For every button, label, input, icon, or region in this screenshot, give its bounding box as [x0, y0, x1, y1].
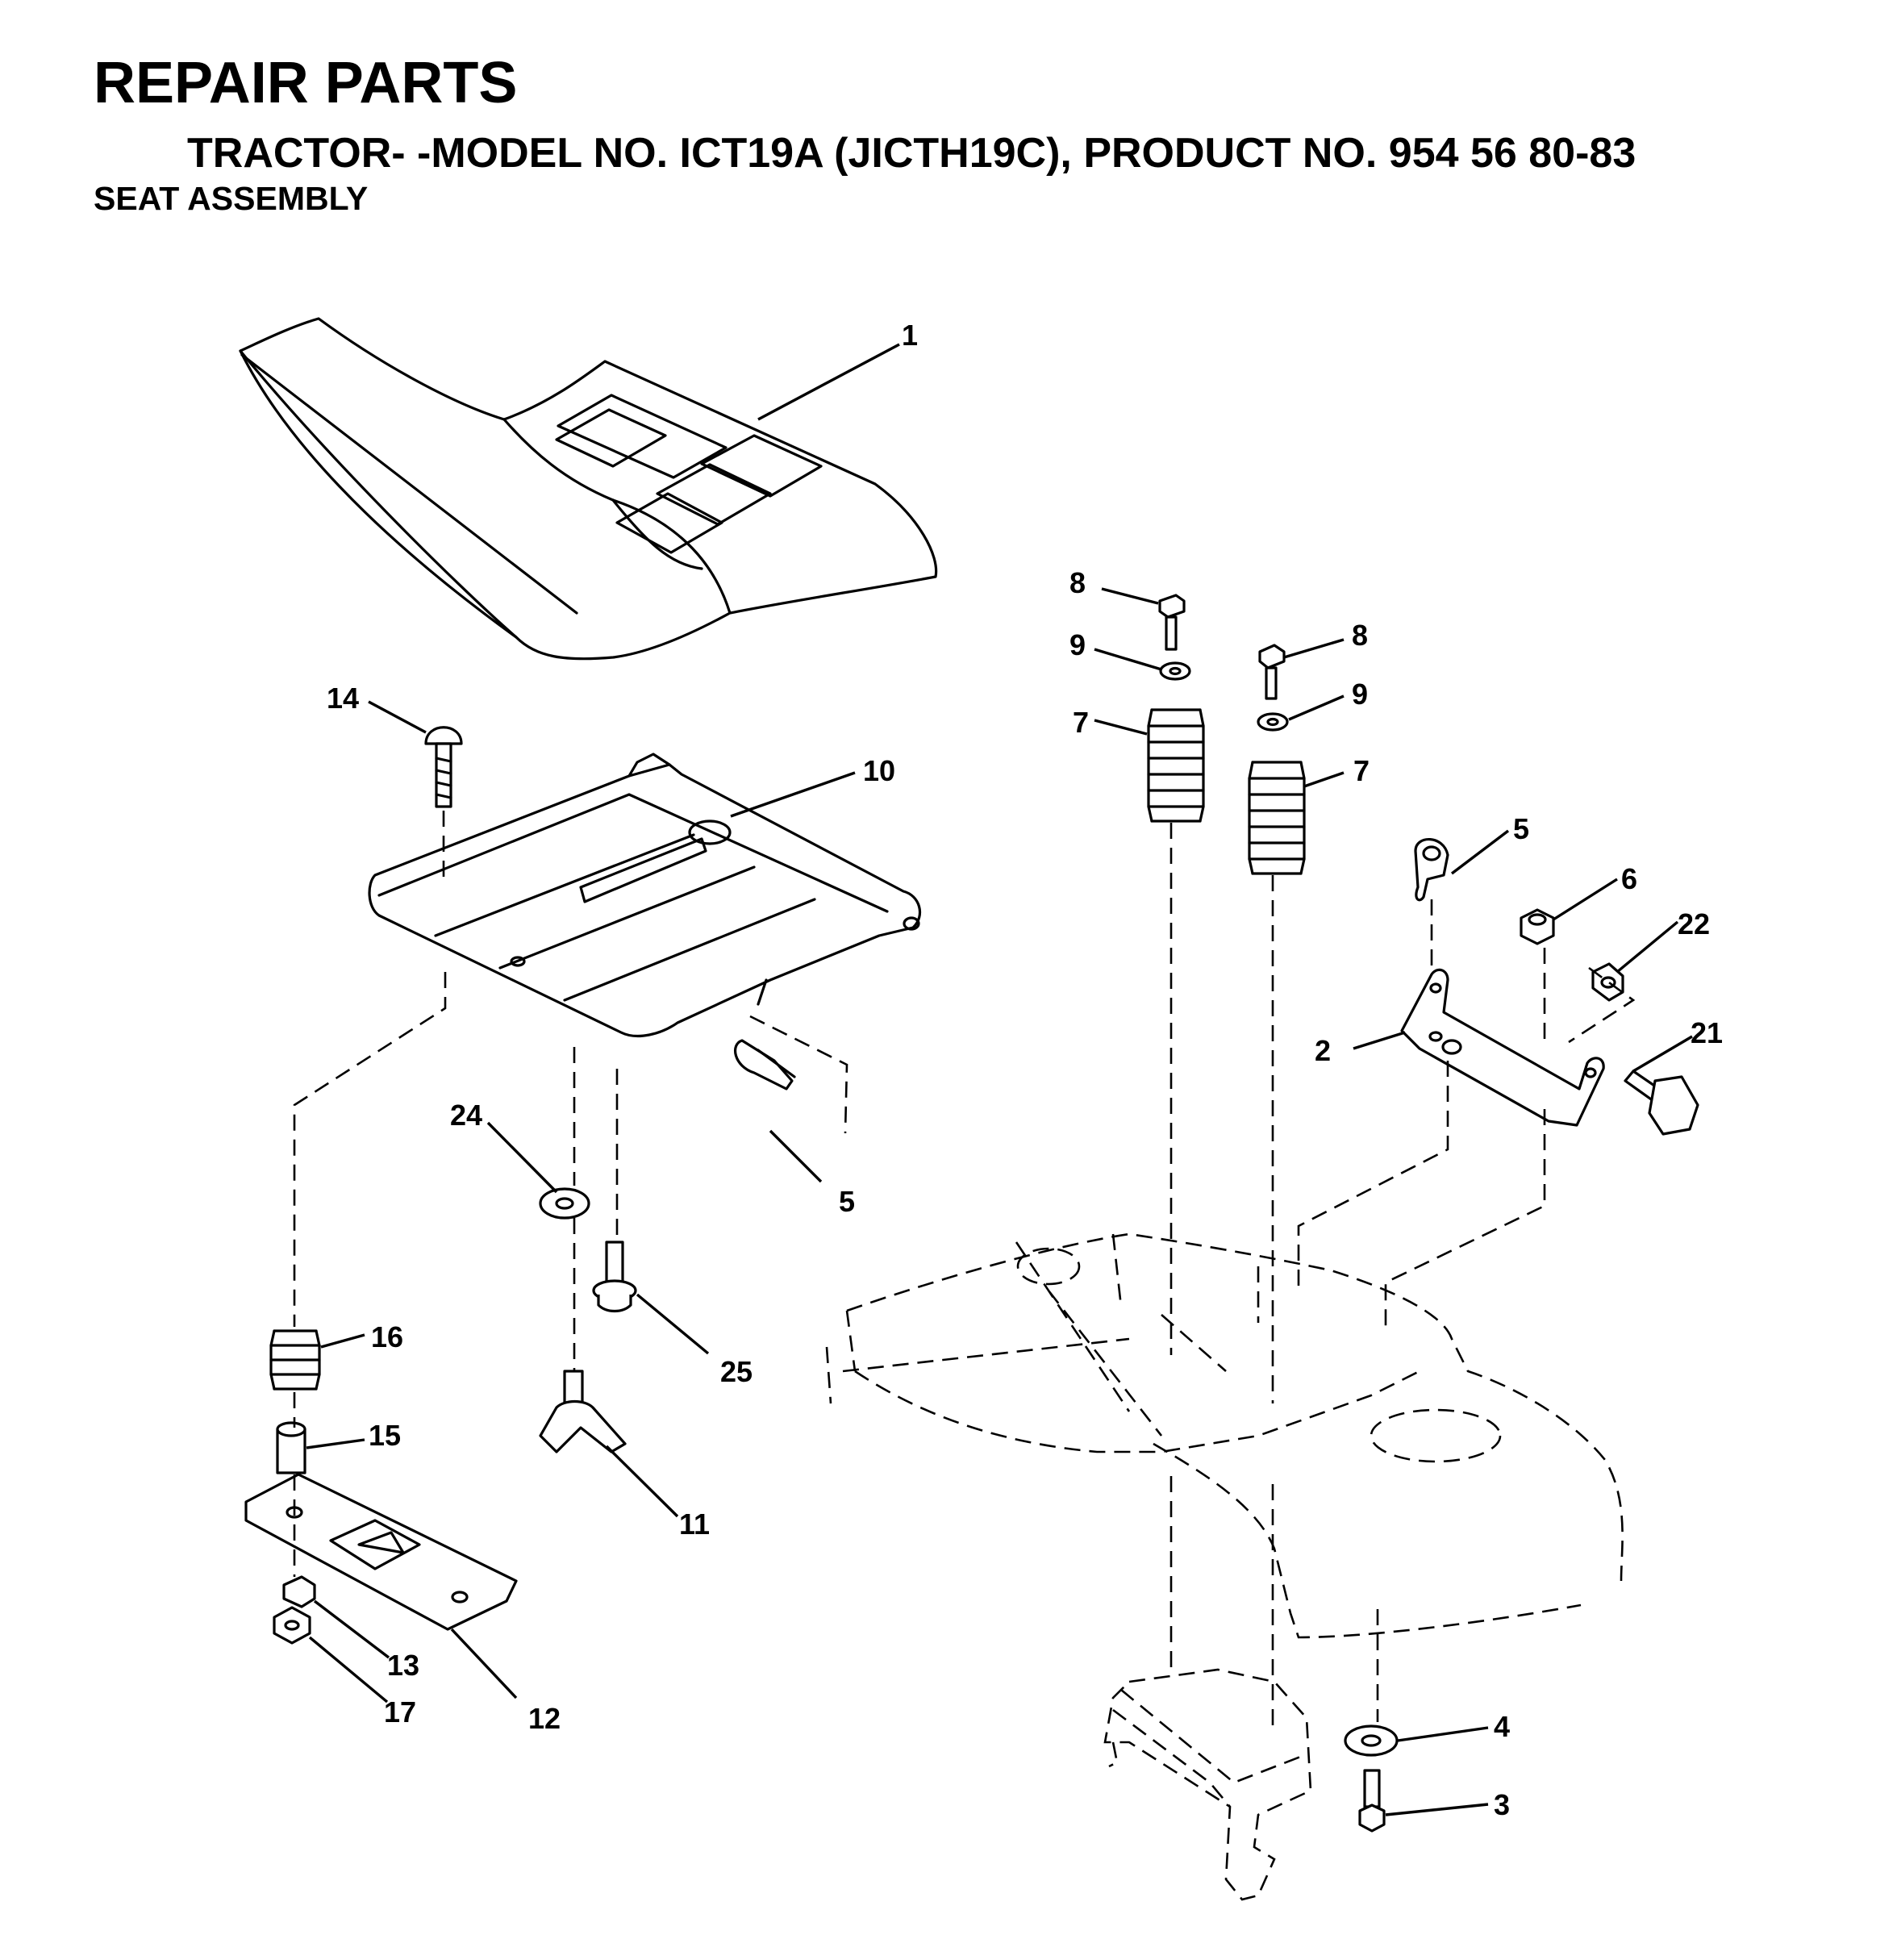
tractor-frame-reference	[825, 1232, 1624, 1901]
part-spring-16	[269, 1329, 321, 1391]
page-title: REPAIR PARTS	[94, 51, 518, 115]
callout-13: 13	[387, 1649, 419, 1682]
part-bolt-8-right	[1258, 644, 1286, 700]
model-subtitle: TRACTOR- -MODEL NO. ICT19A (JICTH19C), P…	[187, 130, 1636, 177]
callout-9-right: 9	[1352, 678, 1368, 711]
part-washer-4	[1344, 1724, 1399, 1757]
callout-7-left: 7	[1073, 706, 1089, 739]
part-shoulder-bolt	[592, 1241, 637, 1313]
part-seat-pan	[368, 753, 922, 1038]
callout-1: 1	[902, 319, 918, 352]
callout-11: 11	[679, 1508, 710, 1541]
callout-25: 25	[720, 1355, 753, 1388]
part-bracket	[1400, 968, 1605, 1127]
callout-17: 17	[384, 1695, 416, 1729]
callout-8-right: 8	[1352, 619, 1368, 652]
part-mounting-plate	[244, 1473, 518, 1631]
part-spring-7-left	[1147, 708, 1205, 823]
callout-8-left: 8	[1069, 566, 1086, 599]
part-washer-9-left	[1159, 661, 1191, 681]
part-carriage-bolt	[424, 726, 463, 808]
part-nut-6	[1520, 908, 1555, 945]
part-nut-13	[282, 1575, 316, 1608]
part-bolt-21	[1624, 1070, 1699, 1136]
callout-21: 21	[1691, 1016, 1723, 1049]
callout-12: 12	[528, 1702, 561, 1735]
part-spring-7-right	[1248, 761, 1306, 875]
part-washer-24	[539, 1187, 590, 1220]
section-title: SEAT ASSEMBLY	[94, 180, 369, 217]
part-spacer	[276, 1421, 306, 1474]
callout-16: 16	[371, 1320, 403, 1353]
callout-10: 10	[863, 754, 895, 787]
callout-22: 22	[1678, 907, 1710, 940]
part-washer-9-right	[1257, 712, 1289, 732]
part-clip-right	[1414, 838, 1449, 902]
callout-15: 15	[369, 1419, 401, 1452]
part-nut-22	[1591, 962, 1624, 1002]
part-bolt-8-left	[1158, 594, 1186, 651]
part-bolt-3	[1358, 1769, 1386, 1833]
part-wing-knob	[539, 1370, 627, 1453]
callout-4: 4	[1494, 1710, 1510, 1743]
callout-2: 2	[1315, 1034, 1331, 1067]
part-seat	[239, 317, 938, 661]
part-clip-left	[734, 1039, 796, 1091]
callout-labels: 1 14 10 24 5 25 16 15 11 13 17 12 8 9 7 …	[327, 319, 1723, 1821]
callout-6: 6	[1621, 862, 1637, 895]
callout-9-left: 9	[1069, 628, 1086, 661]
callout-24: 24	[450, 1099, 482, 1132]
leader-lines	[306, 343, 1693, 1816]
alignment-lines	[293, 811, 1636, 1734]
callout-5-left: 5	[839, 1185, 855, 1218]
part-nut-17	[273, 1606, 311, 1645]
callout-7-right: 7	[1353, 754, 1370, 787]
callout-3: 3	[1494, 1788, 1510, 1821]
callout-5-right: 5	[1513, 812, 1529, 845]
callout-14: 14	[327, 682, 359, 715]
